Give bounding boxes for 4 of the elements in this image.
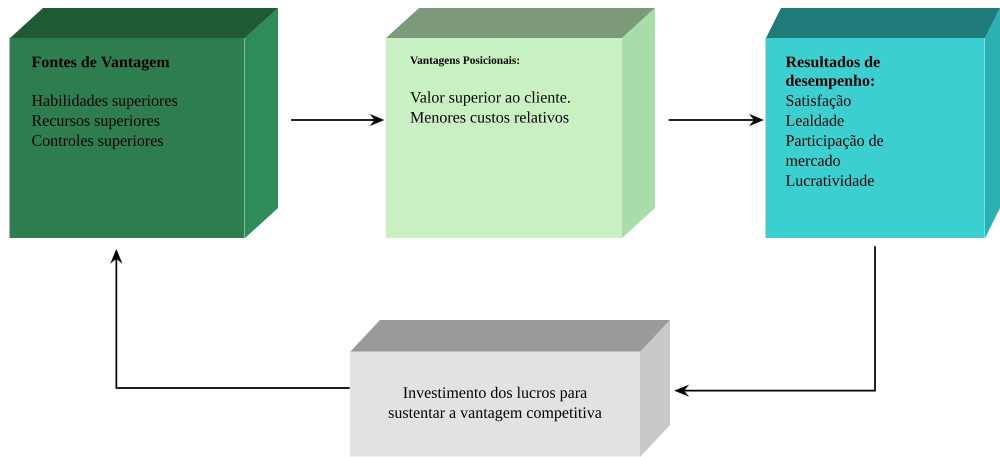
cube-box: Resultados de desempenho: Satisfação Lealdade Participação de mercado Lucratividade: [766, 8, 1000, 238]
cube-box: Investimento dos lucros para sustentar a vantagem competitiva: [350, 320, 670, 457]
cube-box: Vantagens Posicionais: Valor superior ao cliente. Menores custos relativos: [386, 8, 655, 238]
cube-box: Fontes de Vantagem Habilidades superiores Recursos superiores Controles superiores: [10, 8, 278, 238]
